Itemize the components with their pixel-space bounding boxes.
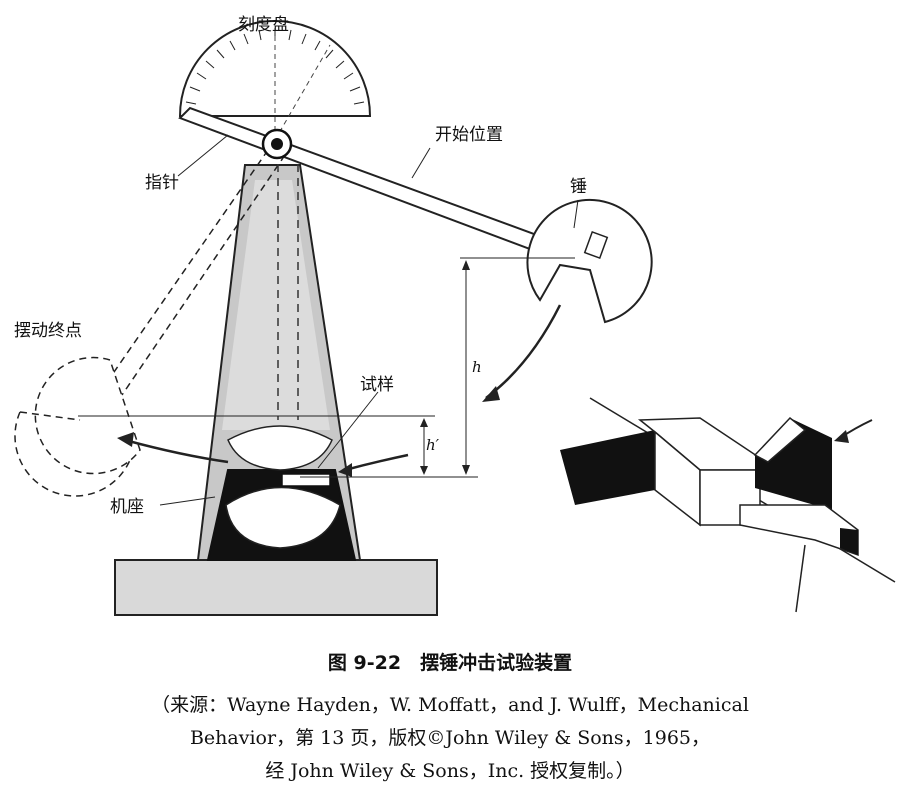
label-swing-end: 摆动终点 (14, 321, 82, 341)
label-dial: 刻度盘 (238, 15, 289, 35)
label-h: h (472, 358, 482, 376)
figure-caption-source-line-2: Behavior，第 13 页，版权©John Wiley & Sons，196… (189, 727, 711, 749)
pivot-inner (271, 138, 283, 150)
dial-guides (274, 35, 331, 141)
impact-arrowhead (338, 463, 352, 477)
hammer-head (526, 198, 653, 324)
hammer-striker (583, 230, 609, 260)
machine-base-block (114, 559, 438, 616)
hprime-arrow-bottom (420, 466, 428, 475)
dial-scale (178, 20, 372, 117)
figure-caption-title: 图 9-22 摆锤冲击试验装置 (327, 652, 573, 674)
swing-arrowhead-right (482, 386, 500, 402)
machine-column-inner (222, 180, 330, 430)
label-specimen: 试样 (360, 375, 394, 395)
pendulum-opening (227, 425, 333, 471)
h-arrow-top (462, 260, 470, 270)
h-arrow-bottom (462, 465, 470, 475)
hprime-arrow-top (420, 418, 428, 427)
impact-test-diagram: 刻度盘 开始位置 锤 指针 摆动终点 试样 机座 h h′ (14, 15, 896, 616)
label-base: 机座 (110, 497, 144, 517)
leader-lines (159, 134, 579, 506)
swing-arrow-right (485, 304, 562, 399)
label-pointer: 指针 (145, 173, 179, 193)
dial-ticks (185, 28, 365, 105)
swing-arrowhead-left (117, 432, 134, 447)
specimen-detail (560, 397, 896, 613)
impact-arrow (344, 453, 409, 472)
specimen-bar (281, 473, 331, 487)
label-h-prime: h′ (426, 436, 440, 454)
label-start-position: 开始位置 (435, 125, 503, 145)
label-hammer: 锤 (570, 177, 587, 197)
anvil-cutout-lower (225, 486, 341, 549)
figure-caption-source-line-3: 经 John Wiley & Sons，Inc. 授权复制。） (265, 760, 635, 782)
swing-arrow-left (124, 438, 229, 464)
figure-caption-source-line-1: （来源：Wayne Hayden，W. Moffatt，and J. Wulff… (151, 694, 749, 716)
